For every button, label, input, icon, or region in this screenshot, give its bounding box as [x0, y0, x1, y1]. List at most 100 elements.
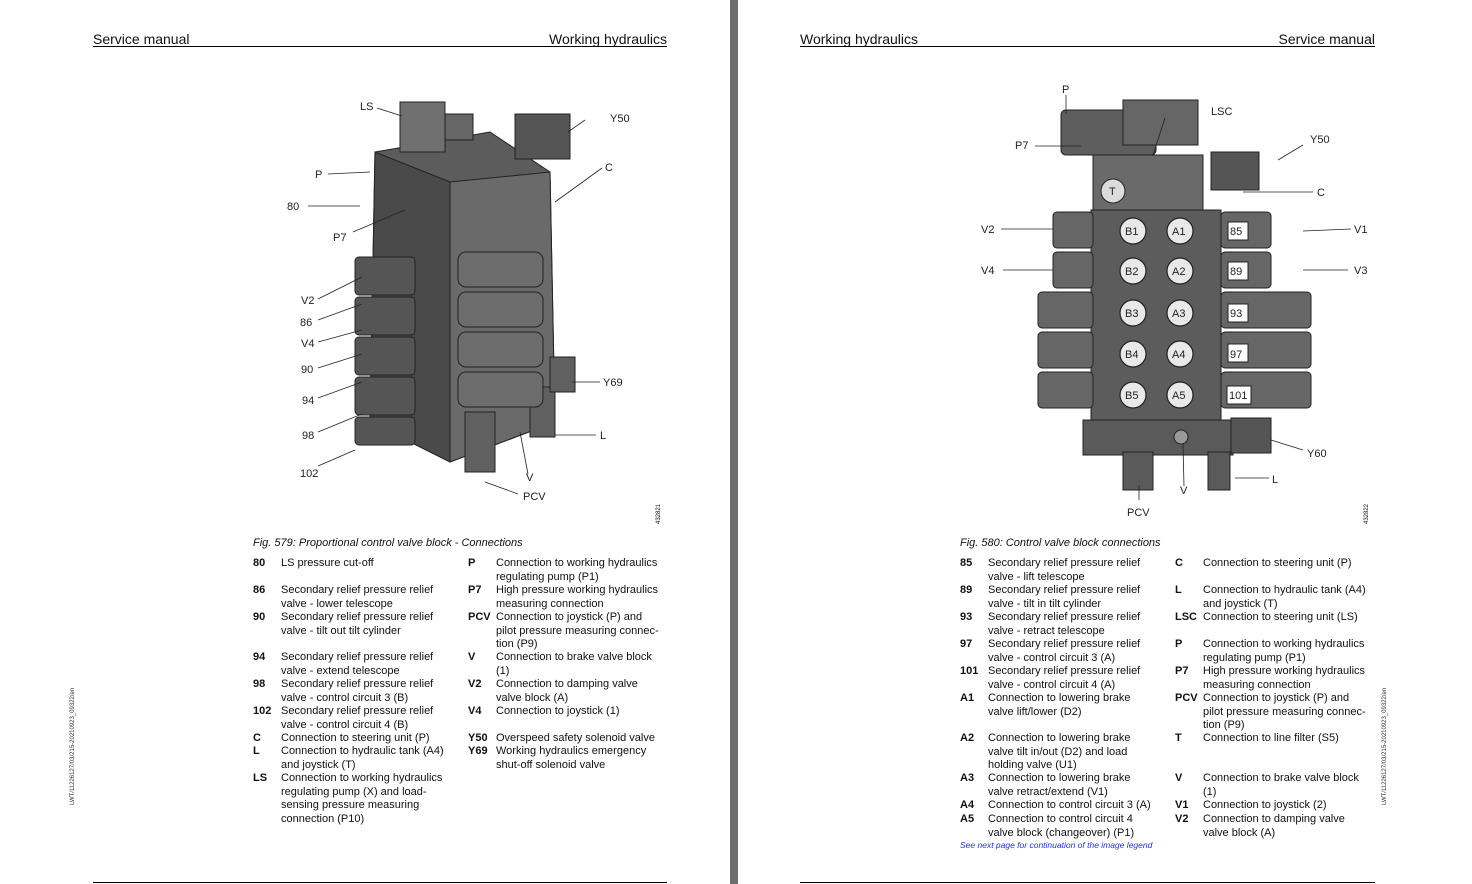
label-v2: V2 — [981, 224, 994, 236]
relief-85: 85 — [1230, 226, 1242, 238]
label-pcv: PCV — [1127, 507, 1150, 519]
header-rule — [93, 46, 667, 47]
port-b2: B2 — [1125, 266, 1138, 278]
relief-valve-stack — [354, 251, 544, 446]
label-94: 94 — [302, 395, 314, 407]
continuation-note-link[interactable]: See next page for continuation of the im… — [960, 840, 1153, 850]
label-v1: V1 — [1354, 224, 1367, 236]
relief-89: 89 — [1230, 266, 1242, 278]
port-a5: A5 — [1172, 390, 1185, 402]
header-left-title: Service manual — [93, 31, 190, 47]
label-y50: Y50 — [610, 113, 630, 125]
label-v4: V4 — [981, 265, 994, 277]
label-t: T — [1109, 186, 1116, 198]
label-90: 90 — [301, 364, 313, 376]
port-b1: B1 — [1125, 226, 1138, 238]
label-p7: P7 — [333, 232, 346, 244]
label-v2: V2 — [301, 295, 314, 307]
port-circles — [1119, 217, 1194, 409]
footer-rule — [93, 882, 667, 883]
label-p7: P7 — [1015, 140, 1028, 152]
left-page: Service manual Working hydraulics LWT/11… — [0, 0, 730, 884]
label-80: 80 — [287, 201, 299, 213]
label-86: 86 — [300, 317, 312, 329]
header-right-title: Service manual — [1278, 31, 1376, 47]
label-y60: Y60 — [1307, 448, 1327, 460]
figure-id: 432821 — [656, 503, 662, 524]
label-ls: LS — [360, 101, 373, 113]
label-lsc: LSC — [1211, 106, 1232, 118]
valve-block-illustration: LS Y50 P C 80 P7 V2 86 V4 90 94 Y69 98 L… — [280, 92, 660, 532]
relief-97: 97 — [1230, 349, 1242, 361]
figure-caption: Fig. 579: Proportional control valve blo… — [253, 537, 523, 549]
leader-lines — [1001, 95, 1352, 500]
label-v4: V4 — [301, 338, 314, 350]
port-b5: B5 — [1125, 390, 1138, 402]
top-assembly — [1060, 99, 1260, 211]
document-code: LWT/11226127/03/215-20210923_09322/en — [70, 687, 76, 805]
label-102: 102 — [300, 468, 318, 480]
relief-93: 93 — [1230, 308, 1242, 320]
label-l: L — [600, 430, 606, 442]
port-a1: A1 — [1172, 226, 1185, 238]
footer-rule — [800, 882, 1375, 883]
header-left-title: Working hydraulics — [800, 31, 919, 47]
label-98: 98 — [302, 430, 314, 442]
port-a2: A2 — [1172, 266, 1185, 278]
header-right-title: Working hydraulics — [548, 31, 667, 47]
label-l: L — [1272, 474, 1278, 486]
header-rule — [800, 46, 1375, 47]
label-pcv: PCV — [523, 491, 546, 503]
label-y50: Y50 — [1310, 134, 1330, 146]
port-a3: A3 — [1172, 308, 1185, 320]
right-page: Working hydraulics Service manual LWT/11… — [738, 0, 1472, 884]
label-y69: Y69 — [603, 377, 623, 389]
control-valve-illustration: P LSC P7 Y50 T C V2 V1 V4 V3 B1 A1 85 B2… — [973, 80, 1383, 525]
relief-number-boxes — [1226, 221, 1252, 405]
label-p: P — [1062, 84, 1069, 96]
control-valve-drawing: P LSC P7 Y50 T C V2 V1 V4 V3 B1 A1 85 B2… — [981, 84, 1367, 519]
leader-lines — [308, 107, 603, 495]
figure-caption: Fig. 580: Control valve block connection… — [960, 537, 1161, 549]
port-a4: A4 — [1172, 349, 1185, 361]
label-c: C — [1317, 187, 1325, 199]
label-v3: V3 — [1354, 265, 1367, 277]
document-code: LWT/11226127/03/215-20210923_09322/en — [1382, 687, 1388, 805]
port-b3: B3 — [1125, 308, 1138, 320]
